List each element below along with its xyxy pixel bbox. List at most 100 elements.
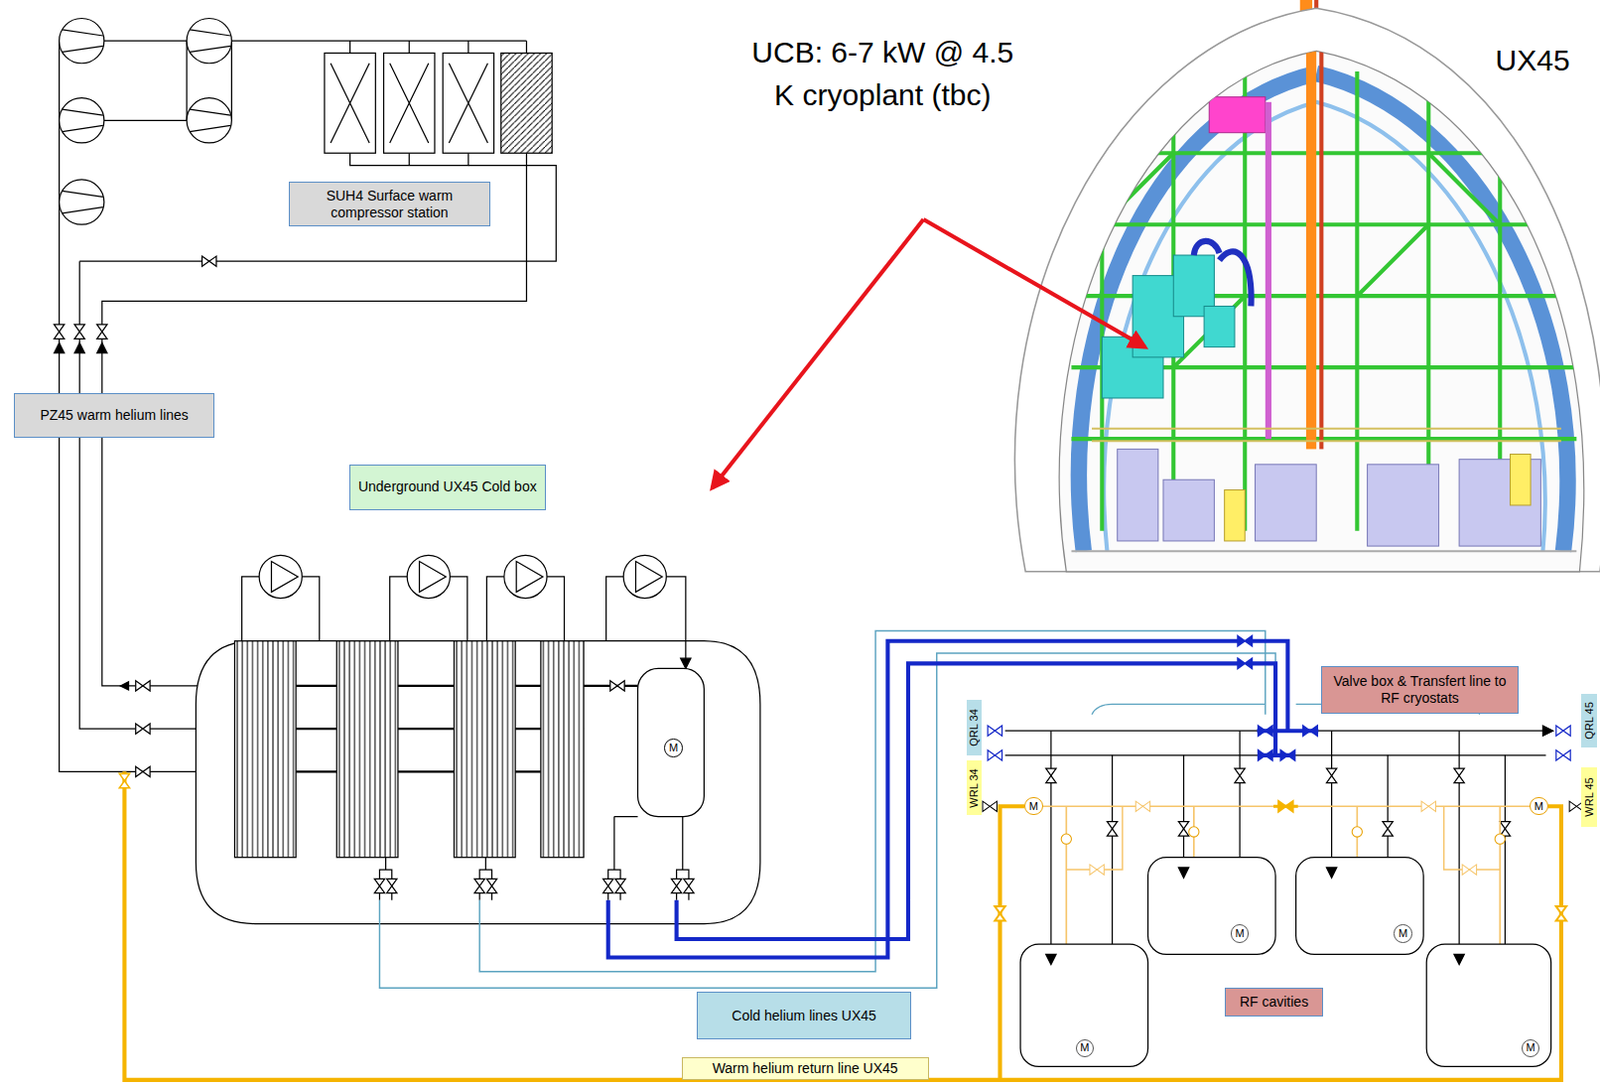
warm-compressor-station <box>186 98 232 143</box>
box-text: Underground UX45 Cold box <box>358 478 537 496</box>
warm-compressor-station <box>59 98 105 143</box>
warm-compressor-station <box>74 324 85 339</box>
valve-box <box>1178 821 1189 836</box>
cold-box <box>504 554 547 598</box>
motor-symbol: M <box>1393 924 1413 943</box>
line-tag: WRL 45 <box>1581 767 1597 827</box>
callout-arrow <box>712 219 925 488</box>
warm-return-lines <box>1066 805 1500 870</box>
cold-box <box>387 878 398 893</box>
box-text: Valve box & Transfert line to RF cryosta… <box>1327 672 1512 707</box>
cold-helium-lines <box>1237 636 1252 647</box>
box-text: SUH4 Surface warm compressor station <box>294 187 485 222</box>
valve-box <box>1258 725 1273 736</box>
label-box: RF cavities <box>1224 987 1325 1017</box>
warm-return-lines <box>1494 833 1505 844</box>
warm-return-lines <box>1462 864 1476 875</box>
valve-box <box>1106 821 1117 836</box>
warm-return-lines <box>1421 800 1436 811</box>
rf-cavity-vessels <box>1148 857 1277 955</box>
box-text: WRL 34 <box>968 768 980 807</box>
warm-compressor-station <box>186 18 232 64</box>
warm-compressor-station <box>59 18 105 64</box>
motor-letter: M <box>1398 928 1408 939</box>
cavern-illustration <box>1014 7 1600 572</box>
valve-box <box>1382 821 1393 836</box>
cavern-illustration <box>1117 448 1159 541</box>
motor-symbol: M <box>1529 797 1549 816</box>
valve-box <box>1258 750 1273 761</box>
valve-box <box>1326 768 1336 783</box>
warm-return-lines <box>1278 800 1293 811</box>
valve-box <box>1556 750 1571 761</box>
warm-return-lines <box>1351 826 1362 837</box>
box-text: QRL 34 <box>968 708 980 747</box>
label-box: Underground UX45 Cold box <box>349 464 546 511</box>
warm-return-lines <box>1010 804 1544 807</box>
valve-box <box>987 750 1002 761</box>
warm-compressor-station <box>97 324 108 339</box>
cavern-illustration <box>1306 40 1317 449</box>
warm-compressor-station <box>79 165 556 263</box>
motor-letter: M <box>1234 928 1244 939</box>
cold-box <box>603 878 614 893</box>
cavern-illustration <box>1070 40 1577 551</box>
warm-compressor-station <box>501 52 552 153</box>
cold-box <box>259 554 302 598</box>
warm-compressor-station <box>350 152 469 165</box>
valve-box <box>1280 750 1295 761</box>
rf-cavity-vessels <box>1046 867 1466 965</box>
cavern-illustration <box>1091 428 1562 441</box>
cold-box <box>608 816 639 901</box>
cavern-illustration <box>1265 102 1272 439</box>
valve-box <box>987 725 1002 736</box>
cavern-illustration <box>1070 549 1577 552</box>
cold-box <box>406 554 450 598</box>
label-box: Cold helium lines UX45 <box>696 991 912 1039</box>
warm-return-lines <box>1061 833 1071 844</box>
rf-cavity-vessels <box>1296 857 1425 955</box>
cold-box <box>670 878 681 893</box>
cavern-illustration <box>1163 479 1214 541</box>
line-tag: QRL 34 <box>966 699 982 756</box>
warm-return-lines <box>1066 805 1500 944</box>
cavern-illustration <box>1103 102 1546 551</box>
cavern-illustration <box>1014 0 1600 572</box>
valve-box <box>1542 725 1553 736</box>
cold-helium-lines <box>379 630 1288 988</box>
valve-box <box>1303 725 1318 736</box>
cavern-illustration <box>1208 97 1266 134</box>
cavern-illustration <box>1101 71 1500 532</box>
cold-box <box>374 878 385 893</box>
warm-return-lines <box>1189 826 1200 837</box>
cold-box <box>680 658 691 668</box>
box-text: PZ45 warm helium lines <box>39 406 188 424</box>
label-box: SUH4 Surface warm compressor station <box>288 181 491 227</box>
motor-symbol: M <box>664 738 683 758</box>
motor-letter: M <box>1525 1042 1535 1054</box>
motor-symbol: M <box>1230 924 1250 943</box>
motor-letter: M <box>1534 800 1544 812</box>
warm-return-lines <box>994 906 1005 921</box>
warm-return-lines <box>1089 864 1104 875</box>
cavern-illustration <box>1255 464 1318 541</box>
area-label: UX45 <box>1481 38 1585 83</box>
cavern-illustration <box>1367 464 1440 546</box>
cavern-illustration <box>1510 454 1532 506</box>
cold-box <box>638 667 705 816</box>
callout-arrow <box>712 219 1146 488</box>
valve-box <box>1046 768 1057 783</box>
valve-box <box>1005 730 1547 756</box>
valve-box <box>1454 768 1465 783</box>
box-text: Cold helium lines UX45 <box>731 1007 877 1025</box>
cold-helium-lines <box>608 641 1238 958</box>
valve-box <box>1051 730 1505 944</box>
motor-symbol: M <box>1075 1039 1095 1059</box>
cold-box <box>453 641 516 858</box>
warm-compressor-station <box>202 256 217 267</box>
callout-text: UCB: 6-7 kW @ 4.5 K cryoplant (tbc) <box>750 30 1016 118</box>
line-tag: WRL 34 <box>966 760 982 816</box>
cold-box <box>610 680 625 691</box>
